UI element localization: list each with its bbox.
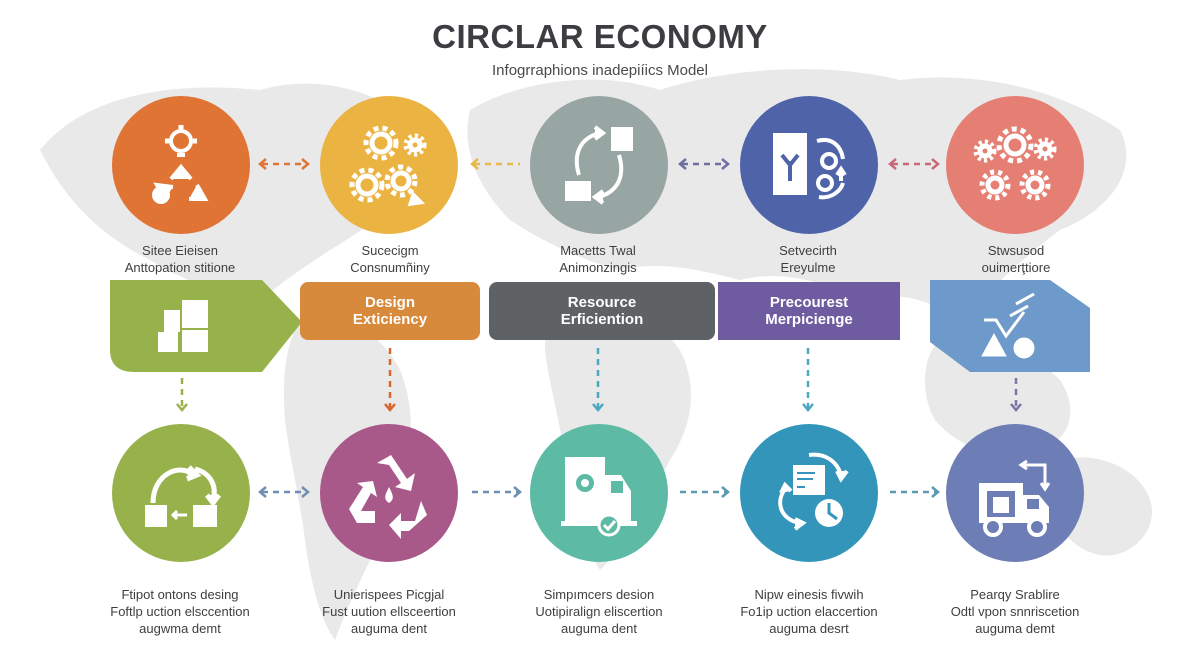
bottom-label-2: Unierispees Picgjal Fust uution ellsceer… bbox=[322, 587, 456, 636]
process-cycle-icon bbox=[145, 465, 221, 527]
top-label-2: Sucecigm Consnumñiny bbox=[350, 243, 430, 275]
down-arrow-icon bbox=[1010, 378, 1022, 412]
green-arrow-band bbox=[110, 280, 302, 372]
top-circle-3 bbox=[530, 96, 668, 234]
right-arrow-icon bbox=[680, 486, 730, 498]
recycle-water-icon bbox=[349, 455, 427, 539]
plant-container-cycle-icon bbox=[773, 133, 847, 200]
top-label-5: Stwsusod ouimerţtiore bbox=[981, 243, 1051, 275]
top-label-1: Sitee Eieisen Anttopation stitione bbox=[124, 243, 236, 275]
left-arrow-icon bbox=[470, 158, 520, 170]
page-subtitle: Infogrraphions inadepiíics Model bbox=[492, 62, 708, 79]
bidirectional-arrow-icon bbox=[258, 158, 310, 170]
stacked-boxes-icon bbox=[158, 300, 208, 352]
right-arrow-icon bbox=[890, 486, 940, 498]
bottom-label-3: Simpımcers desion Uotipiralign eliscerti… bbox=[535, 587, 663, 636]
factory-truck-icon bbox=[561, 457, 637, 537]
blue-band bbox=[930, 280, 1090, 372]
bottom-circle-1 bbox=[112, 424, 250, 562]
document-clock-cycle-icon bbox=[778, 452, 849, 531]
down-arrow-icon bbox=[384, 348, 396, 412]
linked-gears-icon bbox=[973, 126, 1057, 201]
bottom-label-5: Pearqy Srablire Odtl vpon snnriscetion a… bbox=[950, 587, 1080, 636]
bottom-circle-2 bbox=[320, 424, 458, 562]
bottom-label-4: Nipw einesis fivwih Fo1ip uction elaccer… bbox=[740, 587, 878, 636]
bottom-label-1: Ftipot ontons desing Foftlp uction elscc… bbox=[110, 587, 250, 636]
top-circle-1 bbox=[112, 96, 250, 234]
top-circle-2 bbox=[320, 96, 458, 234]
top-circle-4 bbox=[740, 96, 878, 234]
page-title: CIRCLAR ECONOMY bbox=[432, 18, 768, 55]
bidirectional-arrow-icon bbox=[678, 158, 730, 170]
lightbulb-gear-recycle-icon bbox=[152, 125, 209, 204]
gears-icon bbox=[349, 125, 427, 207]
bidirectional-arrow-icon bbox=[888, 158, 940, 170]
bottom-circle-5 bbox=[946, 424, 1084, 562]
top-label-3: Macetts Twal Animonzingis bbox=[559, 243, 637, 275]
delivery-truck-icon bbox=[979, 459, 1051, 537]
top-circle-5 bbox=[946, 96, 1084, 234]
nature-elements-icon bbox=[981, 292, 1035, 359]
bottom-circle-3 bbox=[530, 424, 668, 562]
down-arrow-icon bbox=[802, 348, 814, 412]
right-arrow-icon bbox=[472, 486, 522, 498]
bottom-circle-4 bbox=[740, 424, 878, 562]
down-arrow-icon bbox=[176, 378, 188, 412]
down-arrow-icon bbox=[592, 348, 604, 412]
exchange-cycle-icon bbox=[565, 125, 633, 205]
top-label-4: Setvecirth Ereyulme bbox=[779, 243, 837, 275]
bidirectional-arrow-icon bbox=[258, 486, 310, 498]
